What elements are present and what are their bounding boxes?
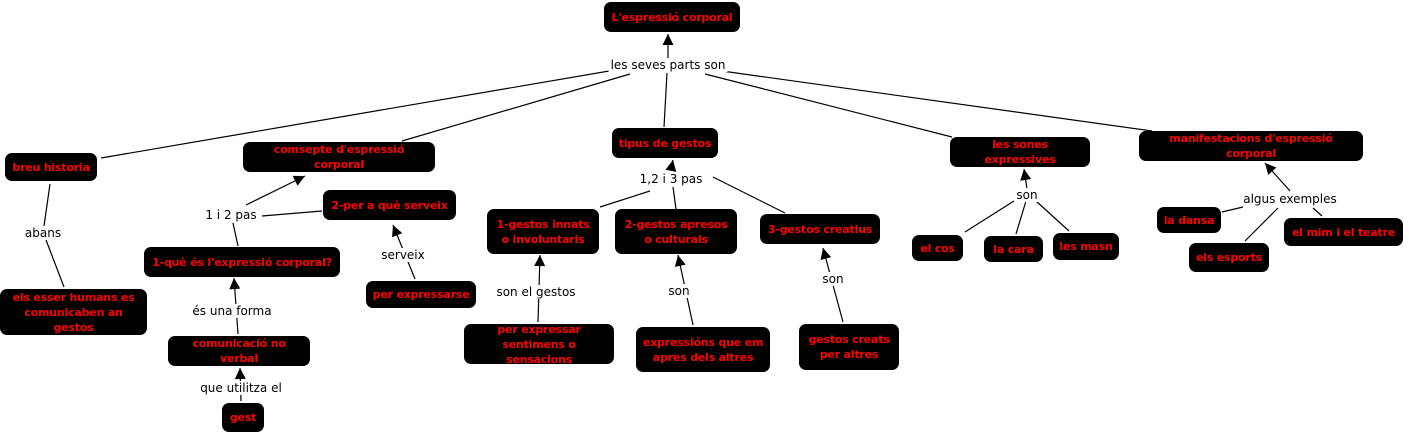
concept-gestos-creats[interactable]: gestos creats per altres xyxy=(799,324,899,370)
link-que-utilitza: que utilitza el xyxy=(198,381,284,395)
concept-per-expressarse[interactable]: per expressarse xyxy=(366,281,476,308)
link-algus-exemples: algus exemples xyxy=(1241,192,1339,206)
line-parts-to-tipus xyxy=(663,72,668,128)
line-breu-to-abans xyxy=(43,183,51,227)
link-1-i-2-pas: 1 i 2 pas xyxy=(203,208,259,222)
concept-el-mim[interactable]: el mim i el teatre xyxy=(1284,218,1403,246)
concept-els-esports[interactable]: els esports xyxy=(1189,243,1269,272)
line-creatius-to-pas xyxy=(712,176,786,214)
arrowhead-icon xyxy=(229,278,241,290)
arrowhead-icon xyxy=(820,248,832,261)
line-abans-to-esser xyxy=(45,239,65,288)
arrowhead-icon xyxy=(665,160,677,172)
line-quees-to-pas xyxy=(232,222,239,247)
arrowhead-icon xyxy=(234,368,246,380)
concept-tipus-gestos[interactable]: tipus de gestos xyxy=(612,128,718,158)
arrowhead-icon xyxy=(392,225,403,238)
concept-per-a-que[interactable]: 2-per a què serveix xyxy=(323,190,456,220)
link-son-apresos: son xyxy=(666,284,692,298)
line-parts-to-sones xyxy=(704,73,953,138)
line-cara-to-son xyxy=(1015,200,1027,235)
concept-la-dansa[interactable]: la dansa xyxy=(1157,207,1221,233)
link-serveix: serveix xyxy=(379,248,427,262)
arrowhead-icon xyxy=(1020,169,1032,181)
arrowhead-icon xyxy=(662,34,674,45)
concept-manifestacions[interactable]: manifestacions d'espressió corporal xyxy=(1139,131,1363,161)
concept-comunicacio[interactable]: comunicació no verbal xyxy=(168,336,310,366)
concept-root[interactable]: L'espressió corporal xyxy=(604,2,740,32)
line-cos-to-son xyxy=(964,200,1015,233)
link-seves-parts: les seves parts son xyxy=(608,58,728,72)
line-mim-to-exemples xyxy=(1312,207,1323,217)
concept-esser-humans[interactable]: els esser humans es comunicaben an gesto… xyxy=(0,289,147,335)
line-parts-to-manifest xyxy=(721,70,1153,132)
concept-sones-expressives[interactable]: les sones expressives xyxy=(950,137,1090,167)
concept-la-cara[interactable]: la cara xyxy=(984,236,1043,262)
arrowhead-icon xyxy=(292,175,305,186)
line-apresos-to-pas xyxy=(672,186,677,210)
concept-el-cos[interactable]: el cos xyxy=(912,235,963,261)
link-son-creatius: son xyxy=(820,272,846,286)
arrowhead-icon xyxy=(674,255,686,267)
concept-expressions[interactable]: expressións que em apres dels altres xyxy=(636,327,770,372)
line-masn-to-son xyxy=(1035,200,1070,232)
arrowhead-icon xyxy=(1265,163,1277,175)
concept-gestos-creatius[interactable]: 3-gestos creatius xyxy=(760,214,880,244)
link-abans: abans xyxy=(22,226,64,240)
concept-comsepte[interactable]: comsepte d'espressió corporal xyxy=(243,142,435,172)
concept-per-expressar[interactable]: per expressar sentimens o sensacions xyxy=(464,323,614,366)
link-1-2-i-3-pas: 1,2 i 3 pas xyxy=(637,172,705,186)
arrowhead-icon xyxy=(534,255,546,267)
concept-gestos-innats[interactable]: 1-gestos innats o involuntaris xyxy=(487,209,599,254)
link-es-una-forma: és una forma xyxy=(190,304,274,318)
concept-les-masn[interactable]: les masn xyxy=(1053,233,1119,260)
line-parts-to-breu xyxy=(100,69,616,159)
link-son-sones: son xyxy=(1014,188,1040,202)
line-esports-to-exemples xyxy=(1244,207,1279,242)
line-perque-to-pas xyxy=(261,210,323,217)
line-innats-to-pas xyxy=(599,190,651,208)
concept-gest[interactable]: gest xyxy=(222,403,264,432)
concept-breu-historia[interactable]: breu historia xyxy=(5,153,97,181)
link-son-el-gestos: son el gestos xyxy=(494,285,578,299)
concept-que-es[interactable]: 1-què és l'expressió corporal? xyxy=(144,247,340,277)
line-dansa-to-exemples xyxy=(1221,206,1244,213)
line-parts-to-comsepte xyxy=(401,73,631,142)
concept-gestos-apresos[interactable]: 2-gestos apresos o culturals xyxy=(615,209,737,254)
